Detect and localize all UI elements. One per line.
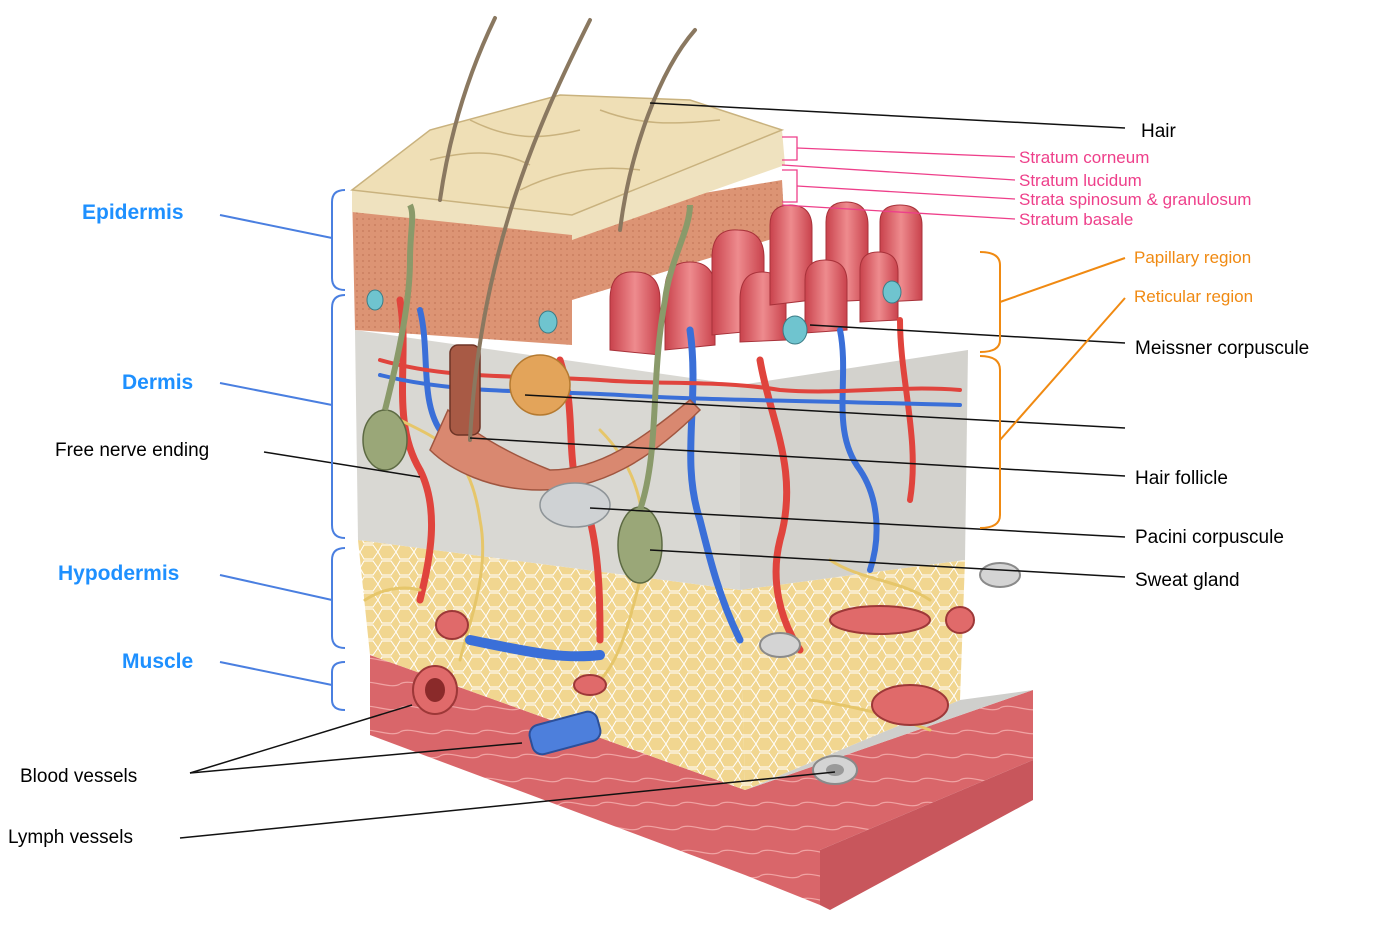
- layer-brackets: [220, 190, 345, 710]
- leader-stratum-lucidum: [782, 165, 1015, 180]
- label-muscle: Muscle: [122, 651, 193, 672]
- label-strata-spinosum-granulosum: Strata spinosum & granulosum: [1019, 191, 1251, 208]
- label-hair-follicle: Hair follicle: [1135, 469, 1228, 488]
- leader-hypodermis: [220, 575, 332, 600]
- bracket-papillary: [980, 252, 1000, 352]
- leader-dermis: [220, 383, 332, 405]
- pacini-corpuscule-illustration: [540, 483, 610, 527]
- label-epidermis: Epidermis: [82, 202, 184, 223]
- bracket-epidermis: [332, 190, 345, 290]
- label-stratum-lucidum: Stratum lucidum: [1019, 172, 1142, 189]
- leader-papillary: [1000, 258, 1125, 302]
- label-stratum-corneum: Stratum corneum: [1019, 149, 1149, 166]
- leader-stratum-corneum: [797, 148, 1015, 157]
- label-meissner-corpuscule: Meissner corpuscule: [1135, 339, 1309, 358]
- leader-epidermis: [220, 215, 332, 238]
- leader-strata-spinosum: [797, 186, 1015, 199]
- label-lymph-vessels: Lymph vessels: [8, 828, 133, 847]
- dermis-region-leaders: [980, 252, 1125, 528]
- label-free-nerve-ending: Free nerve ending: [55, 441, 209, 460]
- label-blood-vessels: Blood vessels: [20, 767, 137, 786]
- bracket-hypodermis: [332, 548, 345, 648]
- label-papillary-region: Papillary region: [1134, 249, 1251, 266]
- label-hypodermis: Hypodermis: [58, 563, 179, 584]
- bracket-strata-spinosum: [782, 170, 797, 202]
- label-dermis: Dermis: [122, 372, 193, 393]
- leader-meissner: [810, 325, 1125, 343]
- leader-reticular: [1000, 298, 1125, 440]
- label-stratum-basale: Stratum basale: [1019, 211, 1133, 228]
- label-sweat-gland: Sweat gland: [1135, 571, 1240, 590]
- bracket-reticular: [980, 356, 1000, 528]
- label-pacini-corpuscule: Pacini corpuscule: [1135, 528, 1284, 547]
- bracket-dermis: [332, 295, 345, 538]
- leader-muscle: [220, 662, 332, 685]
- bracket-muscle: [332, 662, 345, 710]
- label-hair: Hair: [1141, 122, 1176, 141]
- label-reticular-region: Reticular region: [1134, 288, 1253, 305]
